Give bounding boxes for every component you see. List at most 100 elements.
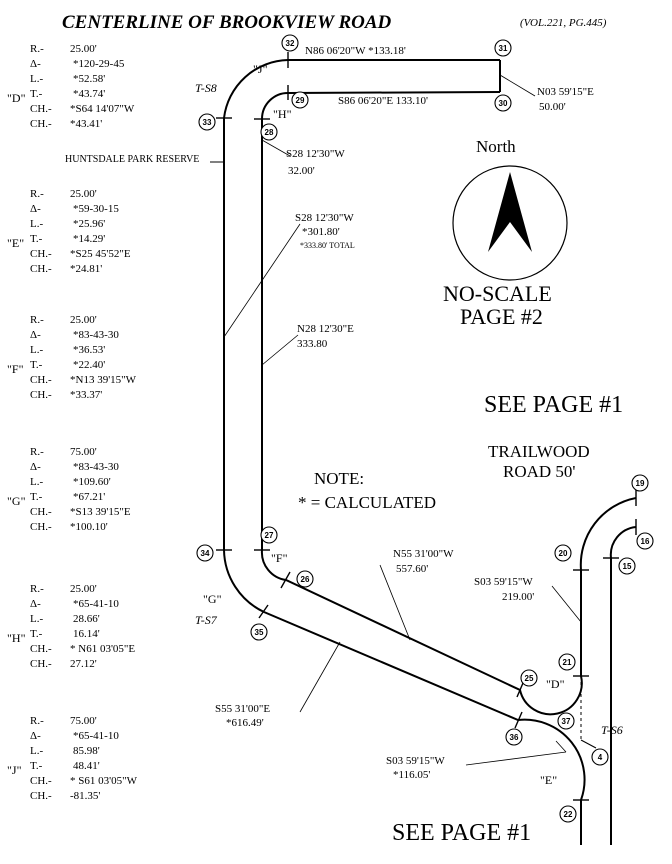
curve-G-row-label: R.- — [30, 446, 44, 458]
curve-label-H: "H" — [273, 107, 292, 121]
curve-J-id-label: "J" — [7, 763, 22, 777]
node-circle — [260, 526, 278, 544]
node-number: 16 — [641, 537, 650, 546]
south-road-line — [223, 549, 586, 845]
curve-F-row-label: CH.- — [30, 374, 52, 386]
node-20: 20 — [554, 544, 572, 562]
bearing-31-32: N86 06'20"W *133.18' — [305, 45, 406, 57]
curve-J-row-value: * S61 03'05"W — [70, 775, 138, 787]
curve-F-row-value: *N13 39'15"W — [70, 374, 137, 386]
see-page-1-bottom: SEE PAGE #1 — [392, 820, 531, 846]
node-4: 4 — [591, 748, 609, 766]
curve-J-row-value: *65-41-10 — [73, 730, 119, 742]
north-diagonal-line — [260, 497, 637, 716]
curve-D-row-label: Δ- — [30, 58, 41, 70]
curve-D-id-label: "D" — [7, 91, 26, 105]
curve-J-row-label: CH.- — [30, 790, 52, 802]
curve-G-row-label: CH.- — [30, 521, 52, 533]
curve-E-row-value: *25.96' — [73, 218, 105, 230]
curve-H-row-label: T.- — [30, 628, 43, 640]
node-circle — [281, 34, 299, 52]
node-circle — [260, 123, 278, 141]
node-circle — [505, 728, 523, 746]
ts8-label: T-S8 — [195, 81, 217, 95]
node-number: 19 — [636, 479, 645, 488]
curve-G-row-label: T.- — [30, 491, 43, 503]
curve-G-row-value: *S13 39'15"E — [70, 506, 131, 518]
curve-F-row-label: R.- — [30, 314, 44, 326]
node-number: 37 — [562, 717, 571, 726]
bearing-20-21-a: S03 59'15"W — [474, 576, 533, 588]
bearing-26-25-b: 557.60' — [396, 563, 428, 575]
north-label: North — [476, 137, 516, 156]
node-21: 21 — [558, 653, 576, 671]
node-number: 15 — [623, 562, 632, 571]
node-number: 20 — [559, 549, 568, 558]
curve-G-row-label: L.- — [30, 476, 43, 488]
curve-D-row-label: CH.- — [30, 118, 52, 130]
north-arrow-icon — [488, 172, 532, 252]
curve-E-row-label: Δ- — [30, 203, 41, 215]
curve-J-row-value: -81.35' — [70, 790, 100, 802]
node-circle — [196, 544, 214, 562]
no-scale-label: NO-SCALE — [443, 281, 552, 306]
node-number: 32 — [286, 39, 295, 48]
node-circle — [559, 805, 577, 823]
bearing-30-31-b: 50.00' — [539, 101, 566, 113]
node-37: 37 — [557, 712, 575, 730]
node-34: 34 — [196, 544, 214, 562]
curve-H-row-value: *65-41-10 — [73, 598, 119, 610]
node-circle — [291, 91, 309, 109]
node-circle — [554, 544, 572, 562]
bearing-29-30: S86 06'20"E 133.10' — [338, 95, 428, 107]
park-reserve-label: HUNTSDALE PARK RESERVE — [65, 154, 199, 165]
curve-J-row-value: 75.00' — [70, 715, 97, 727]
node-35: 35 — [250, 623, 268, 641]
curve-H-row-value: 28.66' — [73, 613, 100, 625]
curve-F-row-value: *36.53' — [73, 344, 105, 356]
tie-leader — [580, 739, 597, 749]
curve-H-row-label: CH.- — [30, 643, 52, 655]
see-page-1-top: SEE PAGE #1 — [484, 392, 623, 418]
node-circle — [198, 113, 216, 131]
curve-F-row-label: Δ- — [30, 329, 41, 341]
curve-E-row-value: 25.00' — [70, 188, 97, 200]
trailwood-east-line — [609, 526, 637, 845]
curve-G-row-value: *109.60' — [73, 476, 111, 488]
node-number: 34 — [201, 549, 210, 558]
bearing-35-36-a: S55 31'00"E — [215, 703, 270, 715]
bearing-37-22-a: S03 59'15"W — [386, 755, 445, 767]
node-33: 33 — [198, 113, 216, 131]
curve-D-row-value: *52.58' — [73, 73, 105, 85]
note-calculated: * = CALCULATED — [298, 493, 436, 512]
node-circle — [636, 532, 654, 550]
node-circle — [591, 748, 609, 766]
curve-D-row-label: R.- — [30, 43, 44, 55]
north-arrow: North — [452, 137, 568, 281]
ts7-label: T-S7 — [195, 613, 218, 627]
curve-J-row-label: R.- — [30, 715, 44, 727]
curve-tables: R.-25.00'Δ-*120-29-45L.-*52.58'T.-*43.74… — [7, 43, 138, 802]
curve-E-row-label: CH.- — [30, 263, 52, 275]
curve-E-row-value: *S25 45'52"E — [70, 248, 131, 260]
node-number: 33 — [203, 118, 212, 127]
node-number: 26 — [301, 575, 310, 584]
curve-F-row-value: *22.40' — [73, 359, 105, 371]
node-circle — [250, 623, 268, 641]
node-circle — [618, 557, 636, 575]
bearing-mid-total: *333.80' TOTAL — [300, 241, 355, 250]
node-26: 26 — [296, 570, 314, 588]
curve-J-row-label: L.- — [30, 745, 43, 757]
curve-H-row-label: L.- — [30, 613, 43, 625]
curve-D-row-value: *43.74' — [73, 88, 105, 100]
node-19: 19 — [631, 474, 649, 492]
trailwood-label-1: TRAILWOOD — [488, 442, 590, 461]
node-circle — [494, 39, 512, 57]
curve-F-row-label: L.- — [30, 344, 43, 356]
curve-E-row-label: T.- — [30, 233, 43, 245]
node-number: 21 — [563, 658, 572, 667]
curve-J-row-label: CH.- — [30, 775, 52, 787]
node-number: 35 — [255, 628, 264, 637]
